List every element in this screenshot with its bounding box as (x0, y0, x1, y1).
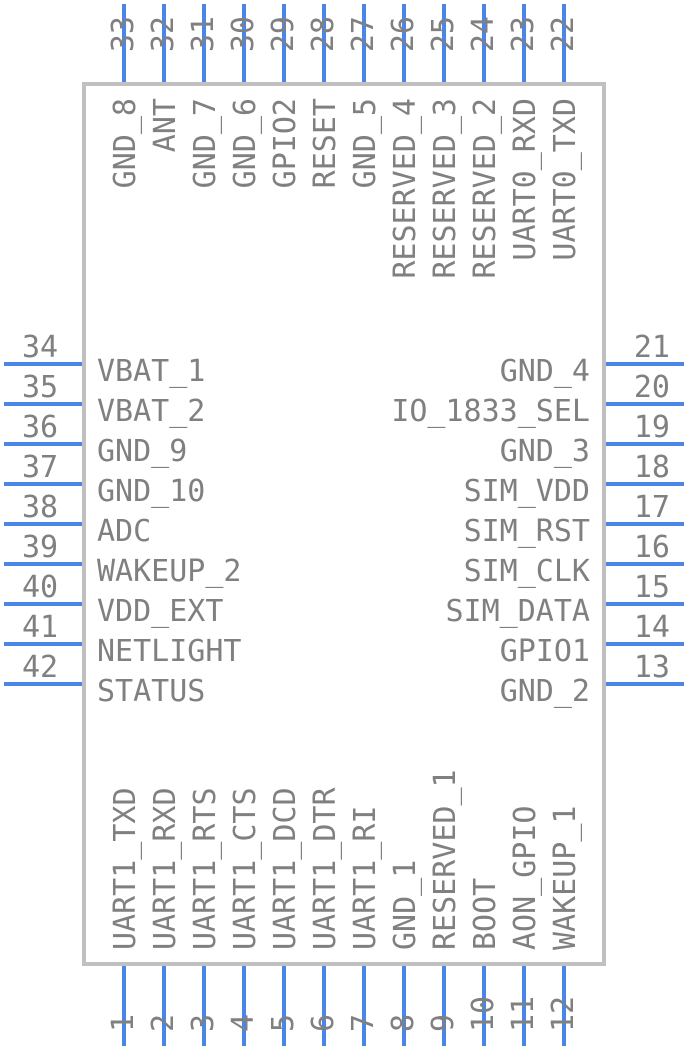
pin-33-number: 33 (106, 16, 141, 52)
pin-9-number: 9 (426, 1014, 461, 1032)
pin-13-name: GND_2 (500, 674, 590, 709)
pin-12-number: 12 (546, 996, 581, 1032)
pin-4-number: 4 (226, 1014, 261, 1032)
pin-38-number: 38 (22, 490, 58, 525)
pin-34-name: VBAT_1 (97, 354, 205, 389)
pin-16-number: 16 (634, 530, 670, 565)
pin-25-number: 25 (426, 16, 461, 52)
pin-23-name: UART0_RXD (508, 98, 543, 261)
pin-36-name: GND_9 (97, 434, 187, 469)
pin-layer: 1 UART1_TXD 2 UART1_RXD 3 UART1_RTS 4 UART1_CTS… (4, 4, 684, 1046)
pin-5-number: 5 (266, 1014, 301, 1032)
pin-41-name: NETLIGHT (97, 634, 242, 669)
pin-6-number: 6 (306, 1014, 341, 1032)
pin-10-name: BOOT (468, 878, 503, 950)
pin-27-number: 27 (346, 16, 381, 52)
pin-28-number: 28 (306, 16, 341, 52)
pin-36-number: 36 (22, 410, 58, 445)
pin-27-name: GND_5 (348, 98, 383, 188)
pin-11-name: AON_GPIO (508, 806, 543, 951)
pin-24-number: 24 (466, 16, 501, 52)
pin-15-name: SIM_DATA (446, 594, 591, 629)
pin-35-number: 35 (22, 370, 58, 405)
pin-21-number: 21 (634, 330, 670, 365)
pin-30-name: GND_6 (228, 98, 263, 188)
ic-body (82, 82, 606, 966)
pin-14-number: 14 (634, 610, 670, 645)
pin-17-name: SIM_RST (464, 514, 590, 549)
pin-31-name: GND_7 (188, 98, 223, 188)
pin-2-name: UART1_RXD (148, 787, 183, 950)
pin-34-number: 34 (22, 330, 58, 365)
pin-10-number: 10 (466, 996, 501, 1032)
pin-21-name: GND_4 (500, 354, 590, 389)
pin-26-number: 26 (386, 16, 421, 52)
pin-41-number: 41 (22, 610, 58, 645)
pin-17-number: 17 (634, 490, 670, 525)
pin-28-name: RESET (308, 98, 343, 188)
pin-13-number: 13 (634, 650, 670, 685)
pin-9-name: RESERVED_1 (428, 769, 463, 950)
pin-32-name: ANT (148, 98, 183, 152)
pin-3-number: 3 (186, 1014, 221, 1032)
pin-29-number: 29 (266, 16, 301, 52)
pin-12-name: WAKEUP_1 (548, 806, 583, 951)
pin-7-number: 7 (346, 1014, 381, 1032)
pin-8-number: 8 (386, 1014, 421, 1032)
pin-1-number: 1 (106, 1014, 141, 1032)
pin-14-name: GPIO1 (500, 634, 590, 669)
pin-6-name: UART1_DTR (308, 787, 343, 950)
pin-24-name: RESERVED_2 (468, 98, 503, 279)
pin-40-number: 40 (22, 570, 58, 605)
pin-7-name: UART1_RI (348, 806, 383, 951)
pin-39-number: 39 (22, 530, 58, 565)
pin-30-number: 30 (226, 16, 261, 52)
pin-3-name: UART1_RTS (188, 787, 223, 950)
pin-5-name: UART1_DCD (268, 787, 303, 950)
pin-33-name: GND_8 (108, 98, 143, 188)
pin-2-number: 2 (146, 1014, 181, 1032)
pin-40-name: VDD_EXT (97, 594, 223, 629)
pin-22-number: 22 (546, 16, 581, 52)
pin-15-number: 15 (634, 570, 670, 605)
pin-25-name: RESERVED_3 (428, 98, 463, 279)
pin-42-number: 42 (22, 650, 58, 685)
pin-26-name: RESERVED_4 (388, 98, 423, 279)
pin-20-name: IO_1833_SEL (391, 394, 590, 429)
pin-39-name: WAKEUP_2 (97, 554, 242, 589)
pin-35-name: VBAT_2 (97, 394, 205, 429)
pin-18-name: SIM_VDD (464, 474, 590, 509)
pin-37-name: GND_10 (97, 474, 205, 509)
pin-1-name: UART1_TXD (108, 787, 143, 950)
pin-31-number: 31 (186, 16, 221, 52)
pin-11-number: 11 (506, 996, 541, 1032)
pin-37-number: 37 (22, 450, 58, 485)
pin-19-number: 19 (634, 410, 670, 445)
pin-18-number: 18 (634, 450, 670, 485)
pin-22-name: UART0_TXD (548, 98, 583, 261)
pin-38-name: ADC (97, 514, 151, 549)
pin-20-number: 20 (634, 370, 670, 405)
pin-32-number: 32 (146, 16, 181, 52)
pin-29-name: GPIO2 (268, 98, 303, 188)
pin-23-number: 23 (506, 16, 541, 52)
pin-16-name: SIM_CLK (464, 554, 590, 589)
pin-42-name: STATUS (97, 674, 205, 709)
pin-19-name: GND_3 (500, 434, 590, 469)
pin-4-name: UART1_CTS (228, 787, 263, 950)
pin-8-name: GND_1 (388, 860, 423, 950)
